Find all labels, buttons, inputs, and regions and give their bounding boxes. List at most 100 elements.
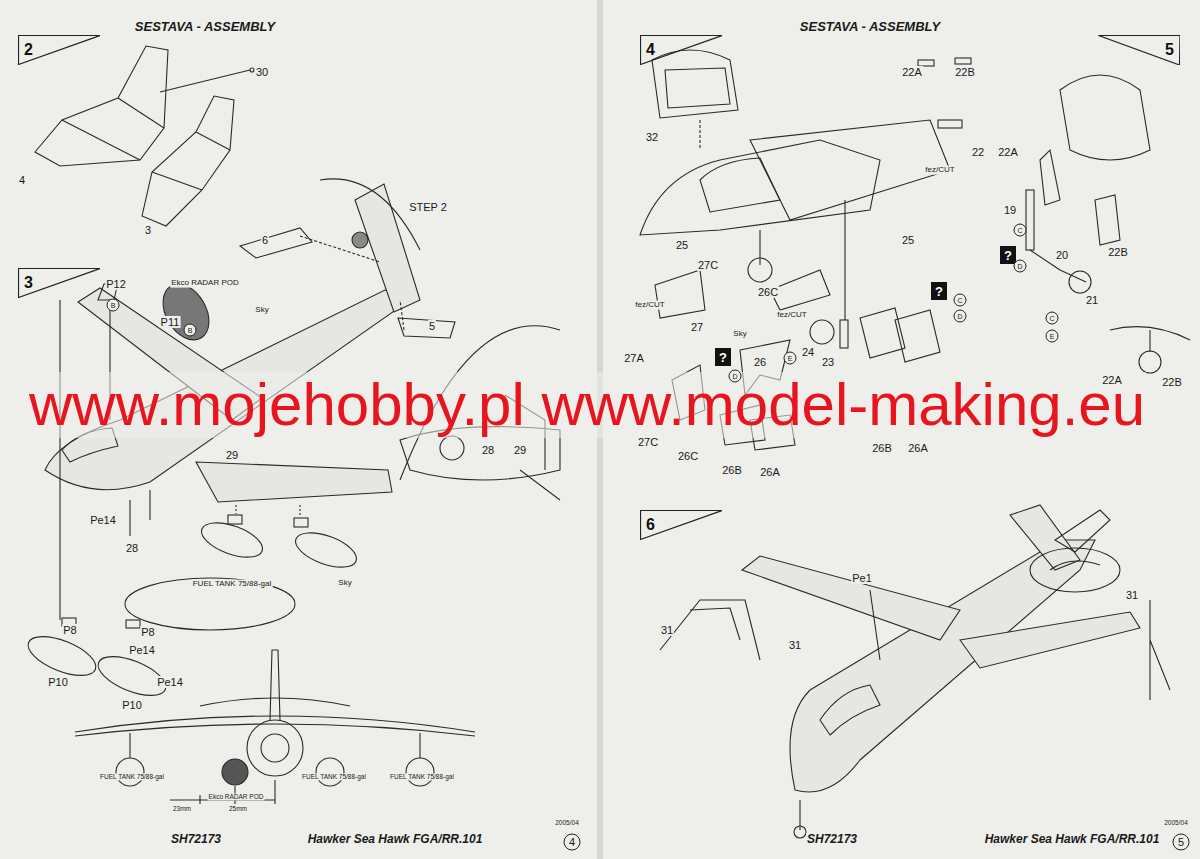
callout-number: 28 [481,444,495,456]
step-number: ? [1000,248,1016,263]
callout-number: 25 [675,239,689,251]
callout-number: 22 [971,146,985,158]
callout-number: 21 [1085,294,1099,306]
callout-number: 19 [1003,204,1017,216]
section-heading: SESTAVA - ASSEMBLY [799,20,941,34]
paint-code: D [954,310,967,323]
callout-number: 31 [1125,589,1139,601]
paint-code: D [1014,260,1027,273]
callout-number: Pe14 [156,676,184,688]
callout-number: P12 [105,278,127,290]
paint-code: C [954,294,967,307]
callout-number: 22A [901,66,923,78]
callout-number: 26C [757,286,779,298]
dimension-note: FUEL TANK 75/88-gal [301,773,367,780]
callout-number: Pe14 [89,514,117,526]
callout-number: 27C [697,259,719,271]
note: Ekco RADAR POD [170,279,240,288]
callout-number: 5 [428,320,436,332]
step-number: 4 [646,41,655,59]
dimension-note: 23mm [172,805,192,812]
callout-number: 4 [18,174,26,186]
paint-code: D [729,370,742,383]
callout-number: P10 [121,699,143,711]
footer-text: Hawker Sea Hawk FGA/RR.101 [984,833,1161,846]
callout-number: 27 [690,321,704,333]
callout-number: 22A [997,146,1019,158]
callout-number: 3 [144,224,152,236]
note: fez/CUT [634,301,665,310]
dimension-note: 25mm [228,805,248,812]
callout-number: 26A [907,442,929,454]
callout-number: P8 [140,626,155,638]
callout-number: 23 [821,356,835,368]
callout-number: 31 [788,639,802,651]
footer-text: SH72173 [806,833,858,846]
step-number: 3 [24,274,33,292]
check-box: ? [1000,246,1016,264]
paint-code: C [1014,224,1027,237]
dimension-note: FUEL TANK 75/88-gal [389,773,455,780]
callout-number: 27A [623,352,645,364]
step-flag: 3 [18,268,100,298]
section-heading: SESTAVA - ASSEMBLY [134,20,276,34]
step-flag: 2 [18,35,100,65]
callout-number: P11 [160,316,181,328]
callout-number: P10 [47,676,69,688]
callout-number: 32 [645,131,659,143]
callout-number: 22B [954,66,976,78]
callout-number: STEP 2 [408,201,448,213]
callout-number: 26B [721,464,743,476]
callout-number: 6 [261,234,269,246]
dimension-note: FUEL TANK 75/88-gal [99,773,165,780]
callout-number: P8 [62,624,77,636]
note: fez/CUT [924,166,955,175]
note: fez/CUT [776,311,807,320]
callout-number: 26B [871,442,893,454]
note: Sky [254,306,269,315]
dimension-note: 2005/04 [554,819,580,826]
check-box: ? [931,282,947,300]
callout-number: Pe1 [851,572,873,584]
step-number: 2 [24,41,33,59]
paint-code: E [1046,330,1059,343]
paint-code: B [107,299,120,312]
callout-number: 29 [225,449,239,461]
paint-code: B [184,324,197,337]
dimension-note: 2005/04 [1163,819,1189,826]
callout-number: 26 [753,356,767,368]
callout-number: 27C [637,436,659,448]
paint-code: C [1046,312,1059,325]
callout-number: 28 [125,542,139,554]
step-number: 5 [1165,41,1174,59]
note: FUEL TANK 75/88-gal [192,580,273,589]
step-number: ? [715,350,731,365]
callout-number: 26A [759,466,781,478]
footer-text: SH72173 [170,833,222,846]
note: Sky [732,330,747,339]
step-number: 6 [646,516,655,534]
callout-number: 31 [660,624,674,636]
callout-number: 24 [801,346,815,358]
step-flag: 6 [640,510,722,540]
callout-number: 20 [1055,249,1069,261]
dimension-note: Ekco RADAR POD [208,793,265,800]
paint-code: E [784,352,797,365]
step-flag: 4 [640,35,722,65]
step-number: ? [931,284,947,299]
note: Sky [337,579,352,588]
callout-number: 25 [901,234,915,246]
callout-number: 22B [1161,376,1183,388]
callout-number: 26C [677,450,699,462]
watermark: www.mojehobby.pl www.model-making.eu [28,372,1146,438]
page-number: 5 [1173,834,1190,851]
check-box: ? [715,348,731,366]
page-number: 4 [564,834,581,851]
callout-number: 29 [513,444,527,456]
callout-number: 22B [1107,246,1129,258]
step-flag: 5 [1098,35,1180,65]
footer-text: Hawker Sea Hawk FGA/RR.101 [307,833,484,846]
callout-number: Pe14 [128,644,156,656]
callout-number: 22A [1101,374,1123,386]
callout-number: 30 [255,66,269,78]
